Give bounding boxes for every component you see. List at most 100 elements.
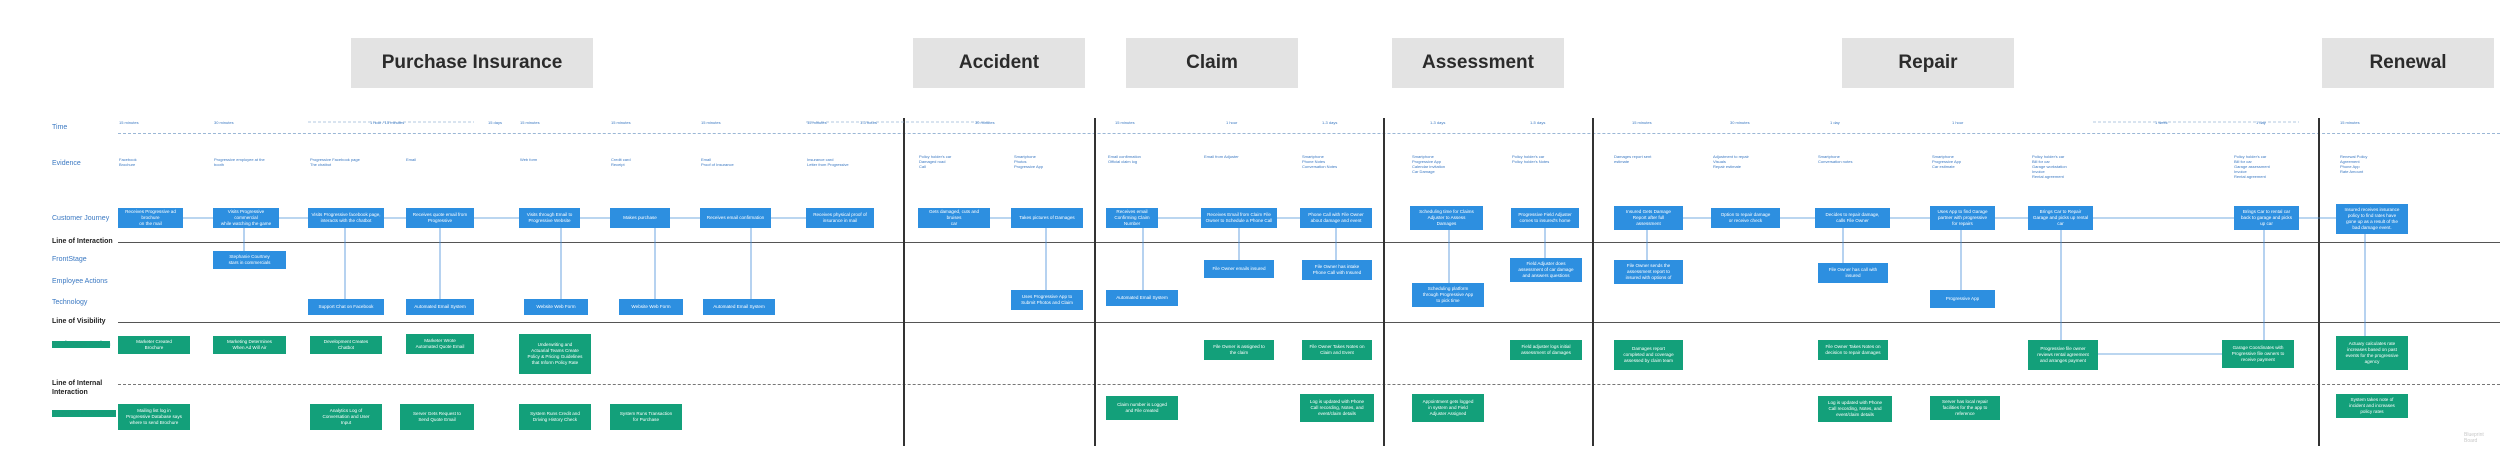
journey-step[interactable]: Visits through Email to Progressive Webs… <box>519 208 580 228</box>
journey-step[interactable]: Insured receives insurance policy to fin… <box>2336 204 2408 234</box>
employee-action[interactable]: File Owner has call with insured <box>1818 263 1888 283</box>
support-process[interactable]: Server has local repair facilities for t… <box>1930 396 2000 420</box>
time-cell: 15 minutes <box>701 120 721 125</box>
time-cell: 1 hour <box>1226 120 1238 125</box>
backstage-action[interactable]: File Owner is assigned to the claim <box>1204 340 1274 360</box>
backstage-action[interactable]: Underwriting and Actuarial Teams Create … <box>519 334 591 374</box>
journey-step[interactable]: Decides to repair damage, calls File Own… <box>1815 208 1890 228</box>
evidence-cell: Progressive employee at the booth <box>214 157 265 167</box>
journey-step[interactable]: Receives physical proof of insurance in … <box>806 208 874 228</box>
journey-step[interactable]: Progressive Field Adjuster comes to insu… <box>1511 208 1579 228</box>
backstage-action[interactable]: Damages report completed and coverage as… <box>1614 340 1683 370</box>
technology-item[interactable]: Website Web Form <box>524 299 588 315</box>
backstage-action[interactable]: Garage Coordinates with Progressive file… <box>2222 340 2294 368</box>
support-process[interactable]: Log is updated with Phone Call recording… <box>1300 394 1374 422</box>
row-label-backstage-action: Backstage Action <box>52 341 111 348</box>
journey-step[interactable]: Phone Call with File Owner about damage … <box>1300 208 1372 228</box>
backstage-action[interactable]: File Owner Takes Notes on decision to re… <box>1818 340 1888 360</box>
technology-item[interactable]: Scheduling platform through Progressive … <box>1412 283 1484 307</box>
support-process[interactable]: System Runs Credit and Driving History C… <box>519 404 591 430</box>
journey-step[interactable]: Gets damaged, cuts and bruises car <box>918 208 990 228</box>
stage-claim: Claim <box>1126 38 1298 88</box>
journey-step[interactable]: Insured Gets Damage Report after full as… <box>1614 206 1683 230</box>
line-of-visibility <box>118 322 2500 323</box>
evidence-cell: Damages report sent estimate <box>1614 154 1652 164</box>
time-cell: 15 minutes <box>611 120 631 125</box>
evidence-cell: Smartphone Progressive App Car estimate <box>1932 154 1962 169</box>
technology-item[interactable]: Automated Email System <box>1106 290 1178 306</box>
backstage-action[interactable]: Development Creates Chatbot <box>310 336 382 354</box>
technology-item[interactable]: Support Chat on Facebook <box>308 299 384 315</box>
row-label-time: Time <box>52 124 68 131</box>
technology-item[interactable]: Website Web Form <box>619 299 683 315</box>
row-label-technology: Technology <box>52 299 88 306</box>
row-label-customer-journey: Customer Journey <box>52 215 110 222</box>
support-process[interactable]: Log is updated with Phone Call recording… <box>1818 396 1892 422</box>
journey-step[interactable]: Receives Progressive ad brochure on the … <box>118 208 183 228</box>
backstage-action[interactable]: Marketer Wrote Automated Quote Email <box>406 334 474 354</box>
evidence-cell: Email from Adjuster <box>1204 154 1239 159</box>
support-process[interactable]: System Runs Transaction for Purchase <box>610 404 682 430</box>
stage-renewal: Renewal <box>2322 38 2494 88</box>
journey-step[interactable]: Brings Car to rental car back to garage … <box>2234 206 2299 230</box>
journey-step[interactable]: Receives Email from Claim File Owner to … <box>1201 208 1277 228</box>
journey-step[interactable]: Option to repair damage or receive check <box>1711 208 1780 228</box>
evidence-cell: Renewal Policy Agreement Phone App Rate … <box>2340 154 2368 174</box>
evidence-cell: Web form <box>520 157 538 162</box>
journey-step[interactable]: Brings Car to Repair Garage and picks up… <box>2028 206 2093 230</box>
row-label-frontstage: FrontStage <box>52 256 87 263</box>
evidence-cell: Insurance card Letter from Progressive <box>807 157 849 167</box>
technology-item[interactable]: Automated Email System <box>703 299 775 315</box>
journey-step[interactable]: Visits Progressive facebook page, intera… <box>308 208 384 228</box>
evidence-cell: Smartphone Photos Progressive App <box>1014 154 1044 169</box>
journey-step[interactable]: Receives email Confirming Claim Number <box>1106 208 1158 228</box>
backstage-action[interactable]: Marketer Created Brochure <box>118 336 190 354</box>
journey-step[interactable]: Takes pictures of Damages <box>1011 208 1083 228</box>
evidence-cell: Smartphone Conversation notes <box>1818 154 1853 164</box>
time-cell: 1-5 days <box>1530 120 1546 125</box>
technology-item[interactable]: Automated Email System <box>406 299 474 315</box>
time-axis-line <box>118 133 2500 134</box>
employee-action[interactable]: Stephanie Courtney stars in commercials <box>213 251 286 269</box>
time-cell: 15 minutes <box>1632 120 1652 125</box>
technology-item[interactable]: Uses Progressive App to Submit Photos an… <box>1011 290 1083 310</box>
evidence-cell: Policy holder's car Damaged road Call <box>919 154 952 169</box>
support-process[interactable]: Analytics Log of Conversation and User I… <box>310 404 382 430</box>
time-cell: 15 minutes <box>520 120 540 125</box>
stage-purchase-insurance: Purchase Insurance <box>351 38 593 88</box>
time-cell: 1 week <box>2155 120 2168 125</box>
support-process[interactable]: Appointment gets logged in system and Fi… <box>1412 394 1484 422</box>
support-process[interactable]: Server Gets Request to Send Quote Email <box>400 404 474 430</box>
technology-item[interactable]: Progressive App <box>1930 290 1995 308</box>
time-cell: 30 minutes <box>214 120 234 125</box>
journey-step[interactable]: Receives email confirmation <box>700 208 771 228</box>
support-process[interactable]: Claim number is Logged and File created <box>1106 396 1178 420</box>
employee-action[interactable]: Field Adjuster does assessment of car da… <box>1510 258 1582 282</box>
backstage-action[interactable]: File Owner Takes Notes on Claim and Even… <box>1302 340 1372 360</box>
evidence-cell: Progressive Facebook page The chatbot <box>310 157 360 167</box>
journey-step[interactable]: Makes purchase <box>610 208 670 228</box>
time-cell: 1-3 hours <box>860 120 877 125</box>
journey-step[interactable]: Uses App to find Garage partner with pro… <box>1930 206 1995 230</box>
time-cell: 30 minutes <box>975 120 995 125</box>
time-cell: 15 minutes <box>807 120 827 125</box>
employee-action[interactable]: File Owner emails insured <box>1204 260 1274 278</box>
employee-action[interactable]: File Owner sends the assessment report t… <box>1614 260 1683 284</box>
backstage-action[interactable]: Marketing Determines When Ad Will Air <box>213 336 286 354</box>
journey-step[interactable]: Scheduling time for Claims Adjuster to A… <box>1410 206 1483 230</box>
backstage-action[interactable]: Actuary calculates rate increases based … <box>2336 336 2408 370</box>
separator-assessment-end <box>1592 118 1594 446</box>
evidence-cell: Smartphone Phone Notes Conversation Note… <box>1302 154 1338 169</box>
time-cell: 1-3 days <box>1430 120 1446 125</box>
support-process[interactable]: System takes note of incident and increa… <box>2336 394 2408 418</box>
journey-step[interactable]: Visits Progressive commercial while watc… <box>213 208 279 228</box>
separator-assessment <box>1383 118 1385 446</box>
time-cell: 30 minutes <box>1730 120 1750 125</box>
backstage-action[interactable]: Field adjuster logs initial assessment o… <box>1510 340 1582 360</box>
support-process[interactable]: Mailing list log in Progressive Database… <box>118 404 190 430</box>
journey-step[interactable]: Receives quote email from Progressive <box>406 208 474 228</box>
evidence-cell: Adjustment to repair Visuals Repair esti… <box>1713 154 1749 169</box>
backstage-action[interactable]: Progressive file owner reviews rental ag… <box>2028 340 2098 370</box>
employee-action[interactable]: File Owner has intake Phone Call with In… <box>1302 260 1372 280</box>
